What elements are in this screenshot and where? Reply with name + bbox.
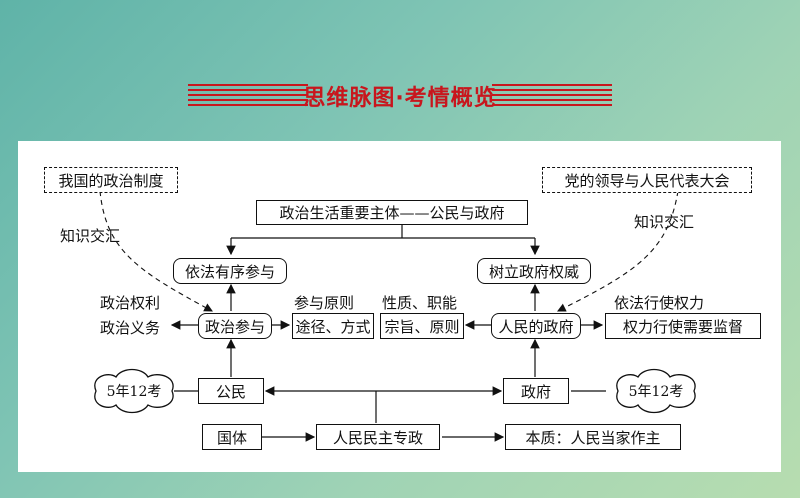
- box-party-leadership: 党的领导与人民代表大会: [542, 167, 752, 193]
- mind-map-panel: 我国的政治制度 党的领导与人民代表大会 知识交汇 知识交汇 政治生活重要主体——…: [18, 141, 781, 472]
- box-state-system: 国体: [202, 424, 262, 450]
- box-purpose-principles: 宗旨、原则: [380, 313, 464, 339]
- banner-stripes-right: [492, 84, 612, 106]
- box-political-system: 我国的政治制度: [44, 167, 178, 193]
- box-government: 政府: [503, 378, 569, 404]
- label-nature-functions: 性质、职能: [382, 294, 458, 312]
- box-political-participation: 政治参与: [198, 313, 272, 339]
- box-peoples-dictatorship: 人民民主专政: [316, 424, 440, 450]
- box-citizen: 公民: [198, 378, 264, 404]
- box-gov-authority: 树立政府权威: [477, 258, 591, 284]
- title-banner: 思维脉图·考情概览: [170, 78, 630, 112]
- connector-lines: [94, 190, 696, 442]
- box-power-supervision: 权力行使需要监督: [605, 313, 761, 339]
- box-methods: 途径、方式: [292, 313, 374, 339]
- label-cross-left: 知识交汇: [60, 227, 121, 245]
- box-main-subject: 政治生活重要主体——公民与政府: [256, 200, 528, 225]
- banner-stripes-left: [188, 84, 308, 106]
- label-exercise-power: 依法行使权力: [614, 294, 705, 312]
- banner-title: 思维脉图·考情概览: [303, 86, 497, 111]
- label-political-rights: 政治权利: [100, 294, 161, 312]
- label-cross-right: 知识交汇: [634, 213, 695, 231]
- box-orderly-participation: 依法有序参与: [173, 258, 287, 284]
- label-principles: 参与原则: [294, 294, 355, 312]
- cloud-exam-right: 5年12考: [628, 384, 684, 400]
- cloud-exam-left: 5年12考: [106, 384, 162, 400]
- box-peoples-government: 人民的政府: [491, 313, 581, 339]
- box-essence: 本质：人民当家作主: [505, 424, 681, 450]
- label-political-duties: 政治义务: [100, 319, 161, 337]
